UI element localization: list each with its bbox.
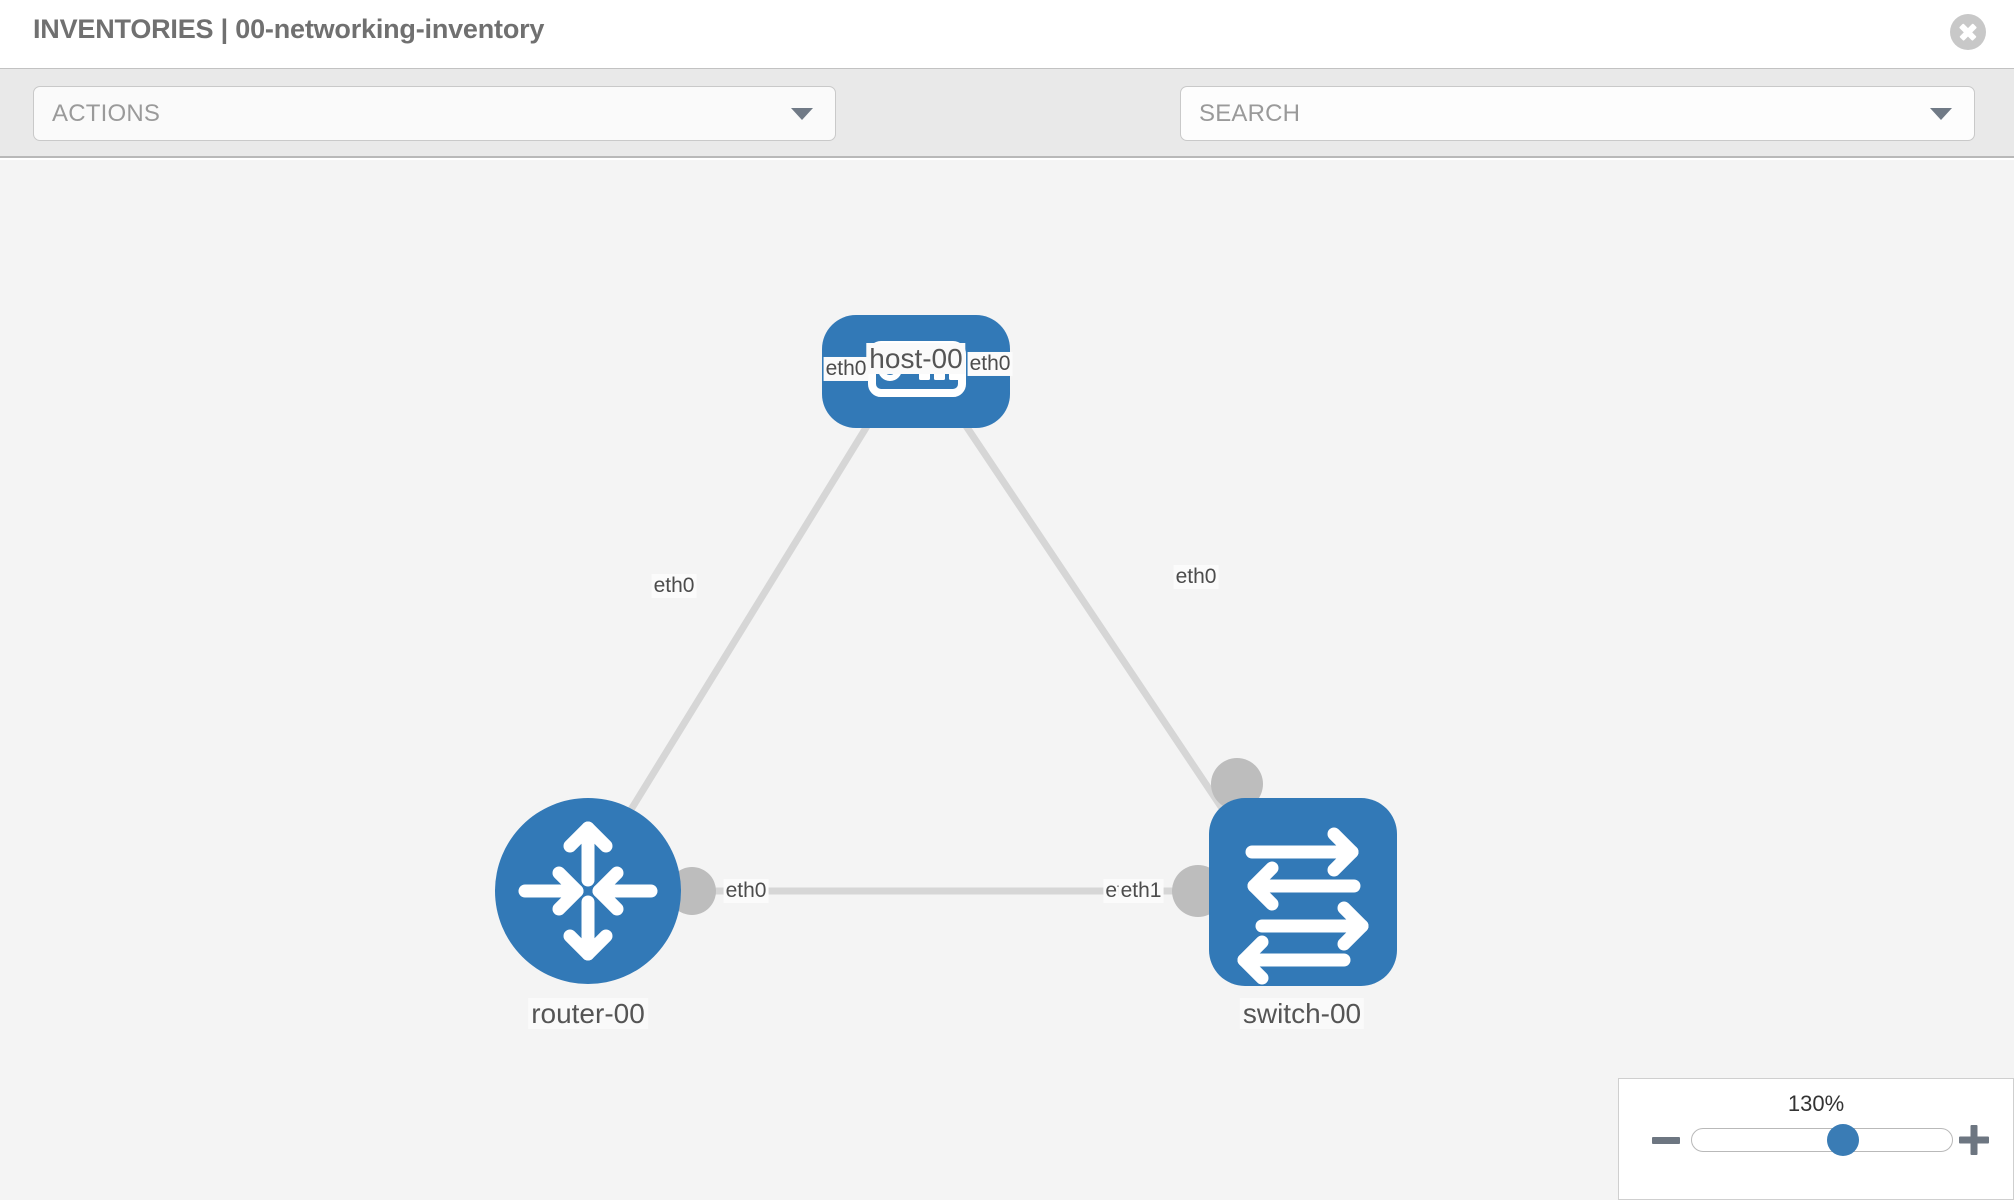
edge-host-switch (949, 403, 1253, 852)
chevron-down-icon (791, 107, 813, 120)
node-switch-00 (1209, 798, 1397, 986)
search-placeholder: SEARCH (1199, 99, 1301, 127)
zoom-control-panel: 130% (1618, 1078, 2014, 1200)
switch-arrows-icon (1237, 827, 1369, 985)
edge-group (597, 403, 1253, 895)
node-router-00 (495, 798, 681, 984)
router-arrows-icon (518, 821, 658, 961)
zoom-out-button[interactable] (1652, 1137, 1680, 1144)
edge-label: eth0 (1173, 564, 1219, 590)
page-header: INVENTORIES | 00-networking-inventory (0, 0, 2014, 68)
topology-graph (495, 315, 1397, 986)
zoom-level-value: 130% (1787, 1091, 1845, 1116)
zoom-slider-thumb[interactable] (1826, 1124, 1859, 1156)
zoom-in-button[interactable] (1959, 1125, 1989, 1155)
edge-label: eth0 (967, 351, 1013, 377)
edge-label: eth0 (723, 878, 769, 904)
edge-label: eth1 (1118, 878, 1164, 904)
topology-canvas[interactable]: host-00 router-00 switch-00 eth0 eth0 et… (0, 160, 2014, 1200)
node-label-switch-00: switch-00 (1239, 998, 1365, 1030)
actions-dropdown-label: ACTIONS (52, 99, 161, 127)
close-icon[interactable] (1950, 14, 1986, 50)
edge-label: eth0 (823, 356, 869, 382)
edge-label: eth0 (651, 573, 697, 599)
search-input[interactable]: SEARCH (1180, 86, 1975, 141)
edge-host-router (597, 403, 883, 862)
actions-dropdown[interactable]: ACTIONS (33, 86, 836, 141)
port-switch-top (1211, 758, 1263, 810)
chevron-down-icon (1930, 107, 1952, 120)
node-label-router-00: router-00 (528, 998, 648, 1030)
toolbar: ACTIONS SEARCH (0, 68, 2014, 205)
port-group (668, 376, 1263, 917)
node-label-host-00: host-00 (866, 343, 966, 375)
zoom-slider[interactable] (1691, 1124, 1953, 1156)
page-title: INVENTORIES | 00-networking-inventory (33, 14, 545, 44)
